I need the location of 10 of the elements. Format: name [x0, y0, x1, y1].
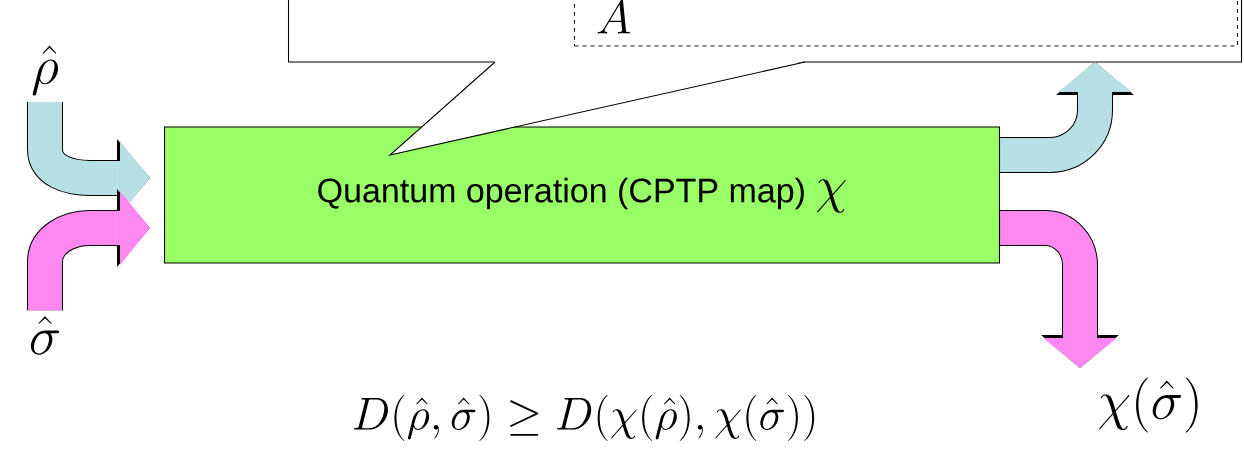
output-label: $\chi(\hat{\sigma})$: [1099, 377, 1198, 433]
arrow: [1000, 210, 1119, 368]
dashed-box: $A$: [574, 0, 1238, 47]
input-label: $\hat{\rho}$: [32, 45, 59, 96]
input-label: $\hat{\sigma}$: [30, 315, 60, 355]
process-box: Quantum operation (CPTP map) $\chi$: [163, 126, 1001, 264]
formula: $D(\hat\rho,\hat\sigma)\geq D(\chi(\hat\rho),\chi(\hat\sigma))$: [353, 395, 815, 441]
arrow: [27, 189, 150, 311]
speech-bubble: [287, 0, 1243, 156]
arrow: [1000, 62, 1134, 173]
